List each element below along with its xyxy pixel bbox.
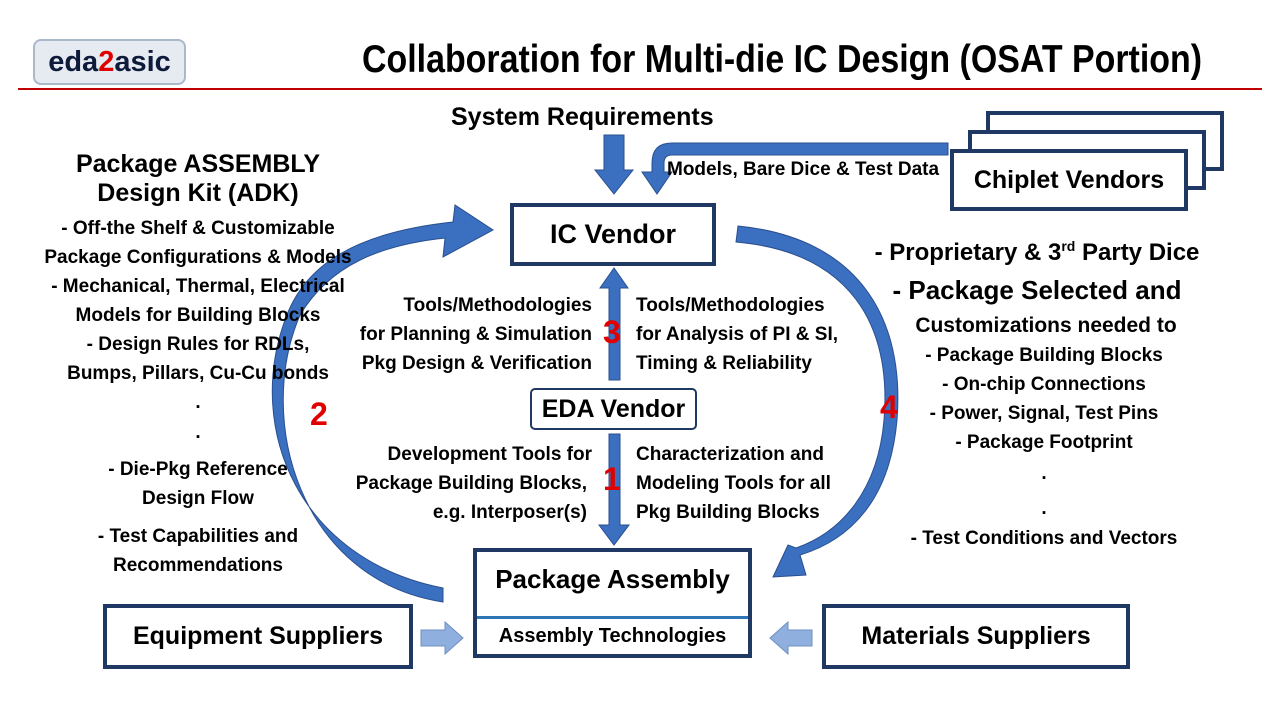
logo-asic: asic <box>114 45 171 78</box>
tools-planning-line-1: Tools/Methodologies <box>403 295 592 316</box>
package-assembly-box: Package Assembly Assembly Technologies <box>473 548 752 658</box>
adk-line: - Design Rules for RDLs, <box>86 334 310 355</box>
step-number-1: 1 <box>603 461 621 497</box>
materials-suppliers-box: Materials Suppliers <box>822 604 1130 669</box>
adk-line: Bumps, Pillars, Cu-Cu bonds <box>67 363 329 384</box>
assembly-technologies-label: Assembly Technologies <box>498 625 727 647</box>
title-rule <box>18 88 1262 90</box>
materials-suppliers-label: Materials Suppliers <box>861 622 1091 650</box>
ic-vendor-label: IC Vendor <box>549 219 677 249</box>
right-line1-sup: rd <box>1061 238 1076 254</box>
tools-analysis-line-3: Timing & Reliability <box>636 353 812 374</box>
tools-characterization-line-2: Modeling Tools for all <box>636 473 831 494</box>
tools-characterization-line-1: Characterization and <box>636 444 824 465</box>
tools-planning-line-2: for Planning & Simulation <box>359 324 592 345</box>
tools-characterization-line-3: Pkg Building Blocks <box>636 502 820 523</box>
arrow-3-up <box>599 267 629 381</box>
right-item: - Power, Signal, Test Pins <box>929 403 1159 424</box>
adk-line: Recommendations <box>113 555 283 576</box>
right-item: . <box>1041 463 1047 484</box>
equipment-suppliers-box: Equipment Suppliers <box>103 604 413 669</box>
chiplet-vendors-box: Chiplet Vendors <box>950 149 1188 211</box>
adk-line: - Mechanical, Thermal, Electrical <box>51 276 345 297</box>
right-customizations: Customizations needed to <box>915 314 1177 337</box>
arrow-1-down <box>598 433 630 546</box>
right-item: - Package Building Blocks <box>925 345 1163 366</box>
package-assembly-divider <box>477 616 748 619</box>
package-assembly-label: Package Assembly <box>495 564 730 594</box>
step-number-4: 4 <box>880 389 898 425</box>
arc-2-arrow <box>271 204 494 603</box>
page-title: Collaboration for Multi-die IC Design (O… <box>362 38 1203 81</box>
adk-line: - Test Capabilities and <box>97 526 299 547</box>
adk-line: . <box>195 422 201 443</box>
ic-vendor-box: IC Vendor <box>510 203 716 266</box>
right-line1-post: Party Dice <box>1075 239 1200 266</box>
step-number-3: 3 <box>603 314 621 350</box>
materials-arrow <box>769 620 813 656</box>
adk-line: Design Flow <box>142 488 254 509</box>
equipment-suppliers-label: Equipment Suppliers <box>132 622 384 650</box>
adk-title-2: Design Kit (ADK) <box>97 179 299 207</box>
tools-analysis-line-1: Tools/Methodologies <box>636 295 825 316</box>
right-item: - Package Footprint <box>955 432 1133 453</box>
tools-planning-line-3: Pkg Design & Verification <box>361 353 592 374</box>
tools-development-line-3: e.g. Interposer(s) <box>432 502 587 523</box>
right-item: . <box>1041 498 1047 519</box>
adk-title-1: Package ASSEMBLY <box>75 150 321 178</box>
eda-vendor-box: EDA Vendor <box>530 388 697 430</box>
adk-line: Models for Building Blocks <box>75 305 321 326</box>
tools-development-line-2: Package Building Blocks, <box>355 473 587 494</box>
adk-line: - Off-the Shelf & Customizable <box>61 218 335 239</box>
adk-section: Package ASSEMBLY Design Kit (ADK) <box>18 150 378 208</box>
adk-line: . <box>195 392 201 413</box>
step-number-2: 2 <box>310 396 328 432</box>
logo-eda: eda <box>48 45 99 78</box>
arc-4-arrow <box>735 225 899 578</box>
eda-vendor-label: EDA Vendor <box>541 394 686 423</box>
adk-line: Package Configurations & Models <box>44 247 352 268</box>
adk-line: - Die-Pkg Reference <box>108 459 288 480</box>
right-item: - On-chip Connections <box>942 374 1146 395</box>
right-proprietary-line: - Proprietary & 3rd Party Dice <box>845 238 1229 267</box>
logo-2: 2 <box>98 45 115 78</box>
system-requirements-arrow <box>593 134 635 195</box>
equipment-arrow <box>420 620 464 656</box>
tools-analysis-line-2: for Analysis of PI & SI, <box>636 324 839 345</box>
right-line1-pre: - Proprietary & 3 <box>874 239 1062 266</box>
tools-development-line-1: Development Tools for <box>387 444 592 465</box>
right-package-selected: - Package Selected and <box>892 275 1182 305</box>
chiplet-vendors-label: Chiplet Vendors <box>973 165 1165 194</box>
chiplet-models-arrow <box>641 142 949 195</box>
system-requirements-label: System Requirements <box>451 103 714 131</box>
right-item: - Test Conditions and Vectors <box>910 528 1178 549</box>
models-label: Models, Bare Dice & Test Data <box>667 159 940 180</box>
